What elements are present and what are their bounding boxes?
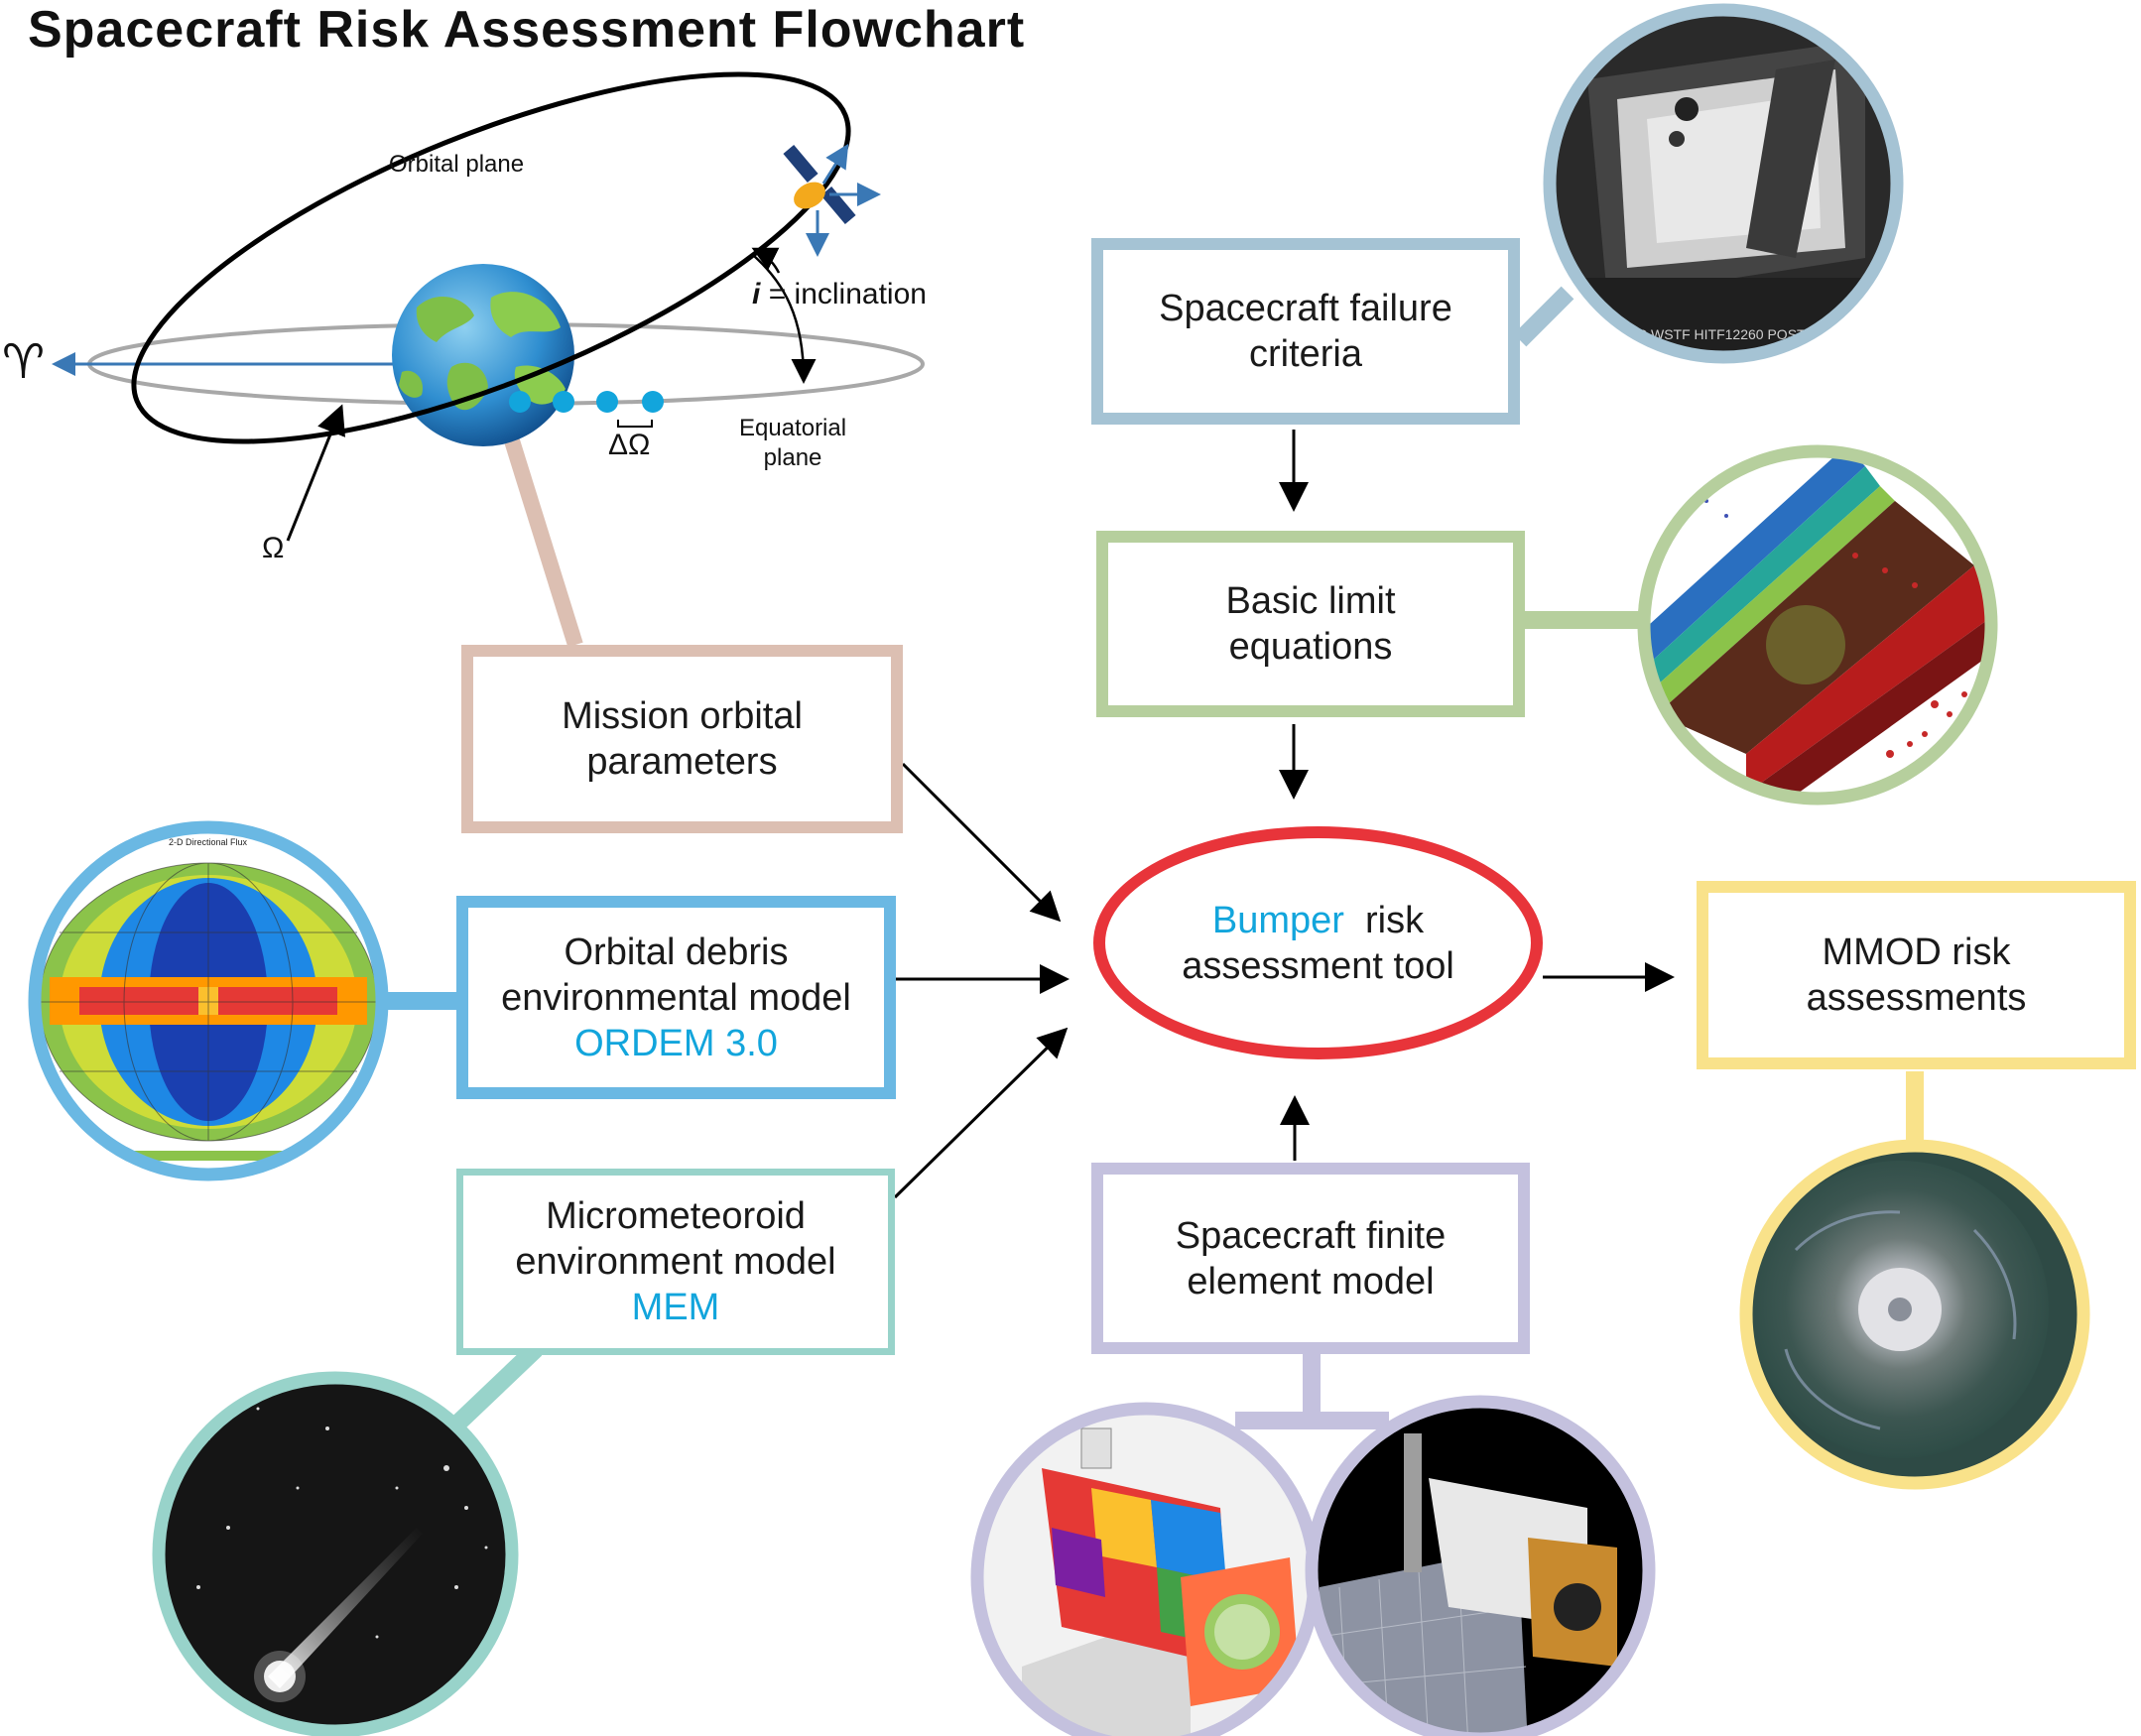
micrometeoroid-box: Micrometeoroid environment model MEM: [456, 1169, 895, 1355]
delta-omega-label: ΔΩ: [608, 429, 651, 461]
page-title: Spacecraft Risk Assessment Flowchart: [28, 1, 1026, 59]
ordem-flux-map: 2-D Directional Flux: [28, 820, 389, 1181]
equatorial-plane-line1: Equatorial: [739, 415, 847, 441]
mem-model-name: MEM: [631, 1287, 720, 1328]
mmod-box: MMOD risk assessments: [1697, 881, 2136, 1069]
inclination-symbol: i: [752, 278, 761, 310]
meteor-photo: [152, 1371, 519, 1736]
aries-icon: ♈: [2, 336, 46, 389]
meteor-photo-connector: [445, 1342, 543, 1435]
failure-photo-connector: [1513, 286, 1574, 347]
bumper-risk: risk: [1365, 899, 1425, 941]
mmod-line1: MMOD risk: [1822, 931, 2011, 973]
arrow-meteor-to-bumper: [893, 1027, 1069, 1199]
crater-photo: [1739, 1139, 2090, 1490]
finite-element-box: Spacecraft finite element model: [1091, 1163, 1530, 1354]
micrometeoroid-line1: Micrometeoroid: [546, 1195, 806, 1237]
ordem-map-title: 2-D Directional Flux: [169, 837, 248, 847]
crater-photo-frame: [1739, 1139, 2090, 1490]
failure-criteria-box: Spacecraft failure criteria: [1091, 238, 1520, 425]
bumper-line2: assessment tool: [1182, 944, 1454, 987]
failure-criteria-line1: Spacecraft failure: [1159, 288, 1452, 329]
mission-orbital-box: Mission orbital parameters: [461, 645, 903, 833]
failure-photo-frame: [1543, 3, 1904, 364]
failure-photo-caption: C WSTF HITF12260 POST: [1637, 326, 1806, 342]
bumper-tool-oval: Bumper risk assessment tool: [1093, 826, 1543, 1059]
limit-photo-frame: [1637, 444, 1998, 806]
ordem-model-name: ORDEM 3.0: [574, 1022, 778, 1064]
bumper-line1: Bumper risk: [1212, 898, 1424, 943]
basic-limit-box: Basic limit equations: [1096, 531, 1525, 717]
mission-orbital-line1: Mission orbital: [562, 695, 803, 737]
orbital-debris-box: Orbital debris environmental model ORDEM…: [456, 896, 896, 1099]
failure-criteria-line2: criteria: [1248, 333, 1363, 375]
mission-orbit-connector: [498, 419, 583, 648]
orbital-plane-ellipse: [131, 71, 851, 444]
inclination-text: = inclination: [768, 278, 927, 310]
basic-limit-line1: Basic limit: [1225, 580, 1396, 622]
equatorial-plane-line2: plane: [763, 444, 822, 471]
micrometeoroid-line2: environment model: [515, 1241, 836, 1283]
bumper-name: Bumper: [1211, 899, 1344, 941]
limit-simulation-photo: [1637, 444, 1998, 806]
omega-arrow: [286, 404, 345, 542]
finite-element-line2: element model: [1187, 1260, 1435, 1302]
ordem-photo-frame: [28, 820, 389, 1181]
satellite-icon: [783, 143, 881, 257]
orbit-diagram: [52, 71, 925, 542]
orbital-debris-line1: Orbital debris: [564, 930, 789, 973]
mmod-line2: assessments: [1806, 977, 2027, 1019]
fem-model-photo: [970, 1395, 1656, 1736]
failure-test-photo: C WSTF HITF12260 POST: [1543, 3, 1904, 364]
arrow-mission-to-bumper: [901, 762, 1062, 923]
basic-limit-line2: equations: [1228, 626, 1393, 668]
mission-orbital-line2: parameters: [586, 741, 778, 783]
orbital-plane-label: Orbital plane: [389, 151, 525, 178]
meteor-photo-frame: [152, 1371, 519, 1736]
orbital-debris-line2: environmental model: [501, 976, 851, 1019]
equatorial-plane-label: Equatorial plane: [739, 414, 846, 473]
inclination-label: i = inclination: [752, 280, 927, 310]
earth-globe: [392, 264, 574, 446]
omega-label: Ω: [262, 532, 285, 564]
fem-photo-frame-right: [1305, 1395, 1656, 1736]
finite-element-line1: Spacecraft finite: [1175, 1214, 1447, 1257]
